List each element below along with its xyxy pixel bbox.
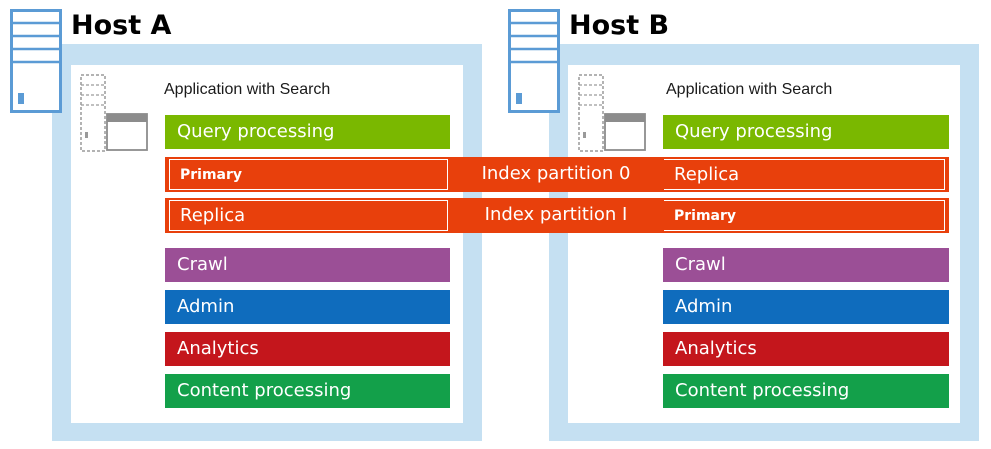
host-a-index-0-role: Primary — [169, 159, 448, 190]
host-a-app-label: Application with Search — [164, 81, 331, 98]
host-a-content-processing: Content processing — [165, 374, 450, 408]
server-icon — [10, 9, 62, 113]
host-b-index-0-role-box: Replica — [663, 159, 945, 190]
host-a-admin: Admin — [165, 290, 450, 324]
index-partition-1-label-top: Index partition I — [484, 204, 628, 225]
host-a-index-1-role: Replica — [169, 200, 448, 231]
host-b-title: Host B — [569, 10, 670, 41]
host-b-content-processing: Content processing — [663, 374, 949, 408]
host-a-query-processing: Query processing — [165, 115, 450, 149]
index-partition-1-band-b — [663, 198, 949, 233]
host-b-admin: Admin — [663, 290, 949, 324]
host-b-analytics: Analytics — [663, 332, 949, 366]
host-b-crawl: Crawl — [663, 248, 949, 282]
index-partition-0-band-b — [663, 157, 949, 192]
index-partition-1-bridge — [450, 198, 664, 233]
vm-server-icon — [578, 74, 648, 154]
index-partition-0-bridge — [450, 157, 664, 192]
host-b-query-processing: Query processing — [663, 115, 949, 149]
host-a-analytics: Analytics — [165, 332, 450, 366]
host-a-crawl: Crawl — [165, 248, 450, 282]
vm-server-icon — [80, 74, 150, 154]
server-icon — [508, 9, 560, 113]
host-b-app-label: Application with Search — [666, 81, 833, 98]
index-partition-0-label-top: Index partition 0 — [481, 163, 631, 184]
host-b-index-1-role-box: Primary — [663, 200, 945, 231]
host-a-title: Host A — [71, 10, 172, 41]
